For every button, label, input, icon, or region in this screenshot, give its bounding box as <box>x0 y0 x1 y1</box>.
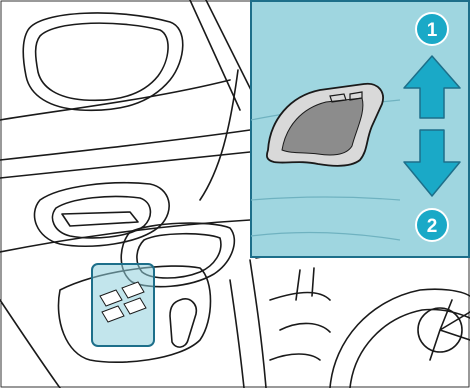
door-handle-recess <box>34 183 169 246</box>
callout-label-1: 1 <box>427 20 438 41</box>
steering-wheel-rim <box>330 289 470 388</box>
callout-badge-2: 2 <box>416 209 448 241</box>
callout-label-2: 2 <box>427 216 438 237</box>
switch-highlight <box>92 264 154 346</box>
door-handle <box>62 212 138 226</box>
lock-button <box>170 299 196 347</box>
callout-badge-1: 1 <box>416 13 448 45</box>
side-mirror-inner <box>36 23 168 100</box>
